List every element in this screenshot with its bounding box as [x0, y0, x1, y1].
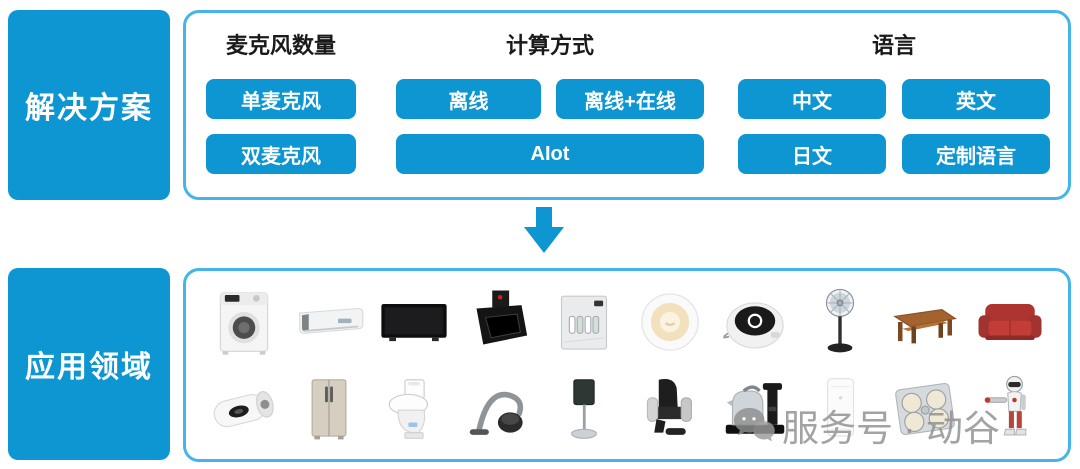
chip-offline: 离线	[396, 79, 541, 119]
down-arrow-icon	[524, 207, 564, 253]
water-purifier-image	[544, 280, 624, 364]
chip-offline-online: 离线+在线	[556, 79, 704, 119]
robot-vacuum-image	[715, 280, 795, 364]
kettle-set-image	[715, 367, 795, 451]
group-computing-method: 计算方式 离线 离线+在线 AIot	[396, 29, 704, 174]
chip-japanese: 日文	[738, 134, 886, 174]
ceiling-light-image	[630, 280, 710, 364]
group-title-microphone-count: 麦克风数量	[225, 33, 336, 58]
standing-fan-image	[800, 280, 880, 364]
applications-title-box: 应用领域	[8, 268, 170, 460]
chip-chinese: 中文	[738, 79, 886, 119]
refrigerator-image	[289, 367, 369, 451]
group-title-language: 语言	[871, 33, 916, 58]
air-conditioner-image	[289, 280, 369, 364]
solution-panel: 麦克风数量 单麦克风 双麦克风 计算方式 离线 离线+在线 AIot 语言 中文…	[183, 10, 1071, 200]
massage-chair-image	[630, 367, 710, 451]
tv-image	[374, 280, 454, 364]
chip-english: 英文	[902, 79, 1050, 119]
solution-title-box: 解决方案	[8, 10, 170, 200]
chip-aiot: AIot	[396, 134, 704, 174]
group-language: 语言 中文 英文 日文 定制语言	[738, 29, 1050, 174]
robot-image	[970, 367, 1050, 451]
floor-lamp-image	[544, 367, 624, 451]
chip-custom-language: 定制语言	[902, 134, 1050, 174]
group-title-computing-method: 计算方式	[505, 33, 594, 58]
range-hood-image	[459, 280, 539, 364]
chip-single-microphone: 单麦克风	[206, 79, 356, 119]
group-microphone-count: 麦克风数量 单麦克风 双麦克风	[206, 29, 356, 189]
water-heater-image	[204, 367, 284, 451]
applications-grid	[183, 268, 1071, 462]
applications-title: 应用领域	[25, 351, 153, 384]
bath-heater-image	[885, 367, 965, 451]
coffee-table-image	[885, 280, 965, 364]
chip-dual-microphone: 双麦克风	[206, 134, 356, 174]
toilet-image	[374, 367, 454, 451]
air-purifier-image	[800, 367, 880, 451]
solution-title: 解决方案	[25, 92, 153, 125]
vacuum-cleaner-image	[459, 367, 539, 451]
washing-machine-image	[204, 280, 284, 364]
sofa-image	[970, 280, 1050, 364]
